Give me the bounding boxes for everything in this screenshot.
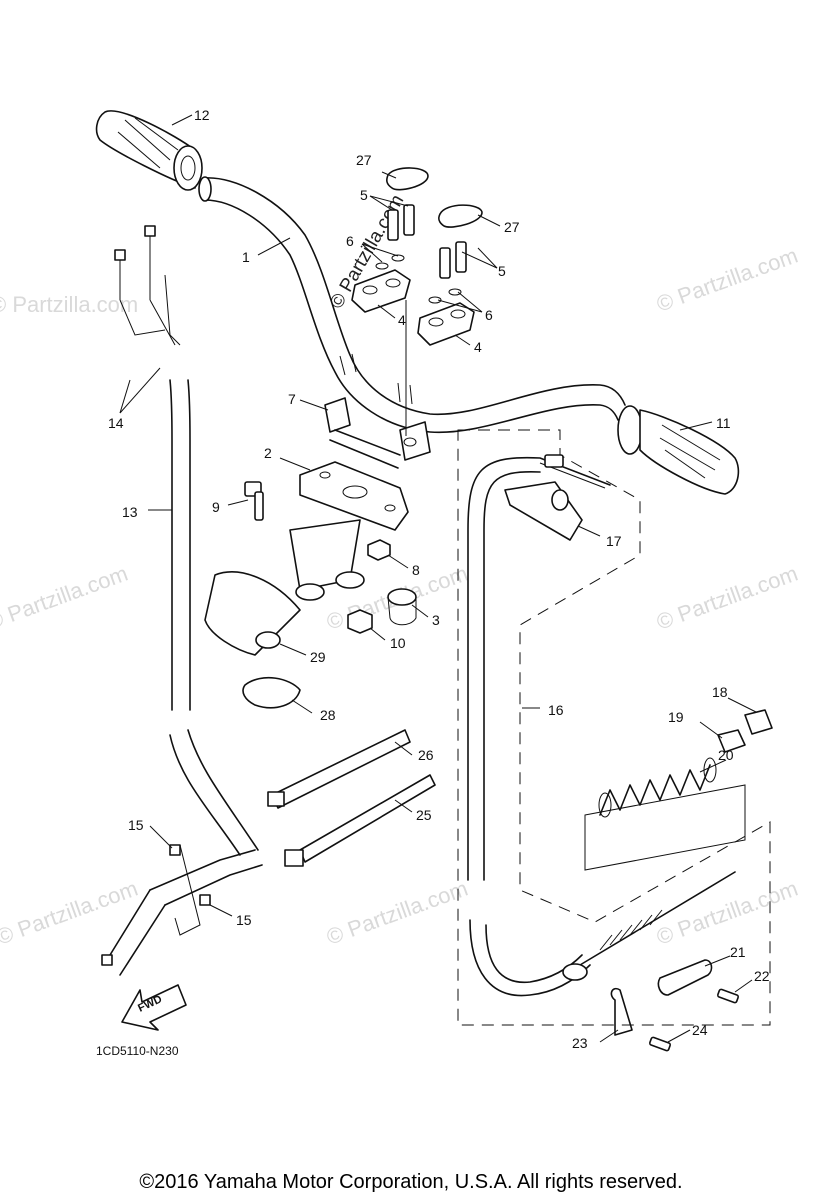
bolt-24	[648, 1036, 672, 1052]
callout-13: 13	[122, 504, 138, 520]
collar-19	[717, 729, 746, 753]
nut-8	[367, 539, 391, 561]
callout-7: 7	[288, 391, 296, 407]
callout-17: 17	[606, 533, 622, 549]
callout-26: 26	[418, 747, 434, 763]
upper-holder-right	[417, 302, 475, 346]
callout-6: 6	[346, 233, 354, 249]
bracket	[289, 461, 409, 601]
callout-16: 16	[548, 702, 564, 718]
callout-2: 2	[264, 445, 272, 461]
cable-holder	[242, 676, 301, 709]
right-grip	[617, 405, 740, 495]
watermark: © Partzilla.com	[323, 876, 471, 950]
throttle-cable	[114, 225, 259, 856]
callout-29: 29	[310, 649, 326, 665]
callout-12: 12	[194, 107, 210, 123]
callout-1: 1	[242, 249, 250, 265]
fwd-arrow: FWD	[121, 984, 187, 1031]
brake-cable	[467, 454, 611, 997]
watermark: © Partzilla.com	[653, 876, 801, 950]
watermark-layer: © Partzilla.com © Partzilla.com © Partzi…	[0, 191, 801, 950]
cover	[204, 571, 301, 656]
callout-15: 15	[236, 912, 252, 928]
bolt-caps	[386, 167, 483, 228]
collar-18	[744, 709, 773, 735]
assembly-outline	[457, 429, 771, 1026]
spring	[584, 757, 746, 871]
callout-28: 28	[320, 707, 336, 723]
inner-cable	[562, 871, 736, 981]
callout-23: 23	[572, 1035, 588, 1051]
nut-10	[347, 609, 373, 634]
callout-24: 24	[692, 1022, 708, 1038]
bolt-9	[244, 481, 264, 521]
cable-tie-26	[267, 729, 411, 809]
brake-lever	[504, 481, 583, 541]
cable-tie-25	[284, 774, 436, 867]
copyright-notice: ©2016 Yamaha Motor Corporation, U.S.A. A…	[139, 1171, 682, 1193]
cable-bracket	[657, 959, 713, 996]
callout-9: 9	[212, 499, 220, 515]
watermark: © Partzilla.com	[0, 561, 131, 635]
callout-10: 10	[390, 635, 406, 651]
callout-22: 22	[754, 968, 770, 984]
watermark: © Partzilla.com	[653, 561, 801, 635]
watermark: © Partzilla.com	[0, 292, 138, 317]
upper-holder-left	[351, 269, 411, 313]
clip-23	[610, 987, 633, 1036]
callout-4: 4	[398, 312, 406, 328]
callout-5: 5	[360, 187, 368, 203]
collar-3	[387, 588, 417, 626]
callout-4: 4	[474, 339, 482, 355]
callout-19: 19	[668, 709, 684, 725]
bolt-22	[716, 988, 740, 1004]
callout-11: 11	[716, 415, 731, 431]
handlebar	[198, 176, 626, 434]
callout-27: 27	[356, 152, 372, 168]
callout-21: 21	[730, 944, 746, 960]
callout-27: 27	[504, 219, 520, 235]
watermark: © Partzilla.com	[653, 243, 801, 317]
callout-25: 25	[416, 807, 432, 823]
callout-20: 20	[718, 747, 734, 763]
callout-5: 5	[498, 263, 506, 279]
leader-lines	[119, 114, 757, 1043]
diagram-code: 1CD5110-N230	[96, 1044, 179, 1058]
left-grip	[95, 110, 203, 191]
callout-8: 8	[412, 562, 420, 578]
callout-15: 15	[128, 817, 144, 833]
callouts: 1 2 3 4 4 5 5 6 6 7 8 9 10 11 12 13 14 1…	[108, 107, 770, 1051]
lower-holder	[324, 397, 431, 469]
callout-3: 3	[432, 612, 440, 628]
callout-18: 18	[712, 684, 728, 700]
callout-6: 6	[485, 307, 493, 323]
callout-14: 14	[108, 415, 124, 431]
holder-bolts	[375, 204, 467, 304]
cable-housing	[101, 844, 263, 976]
